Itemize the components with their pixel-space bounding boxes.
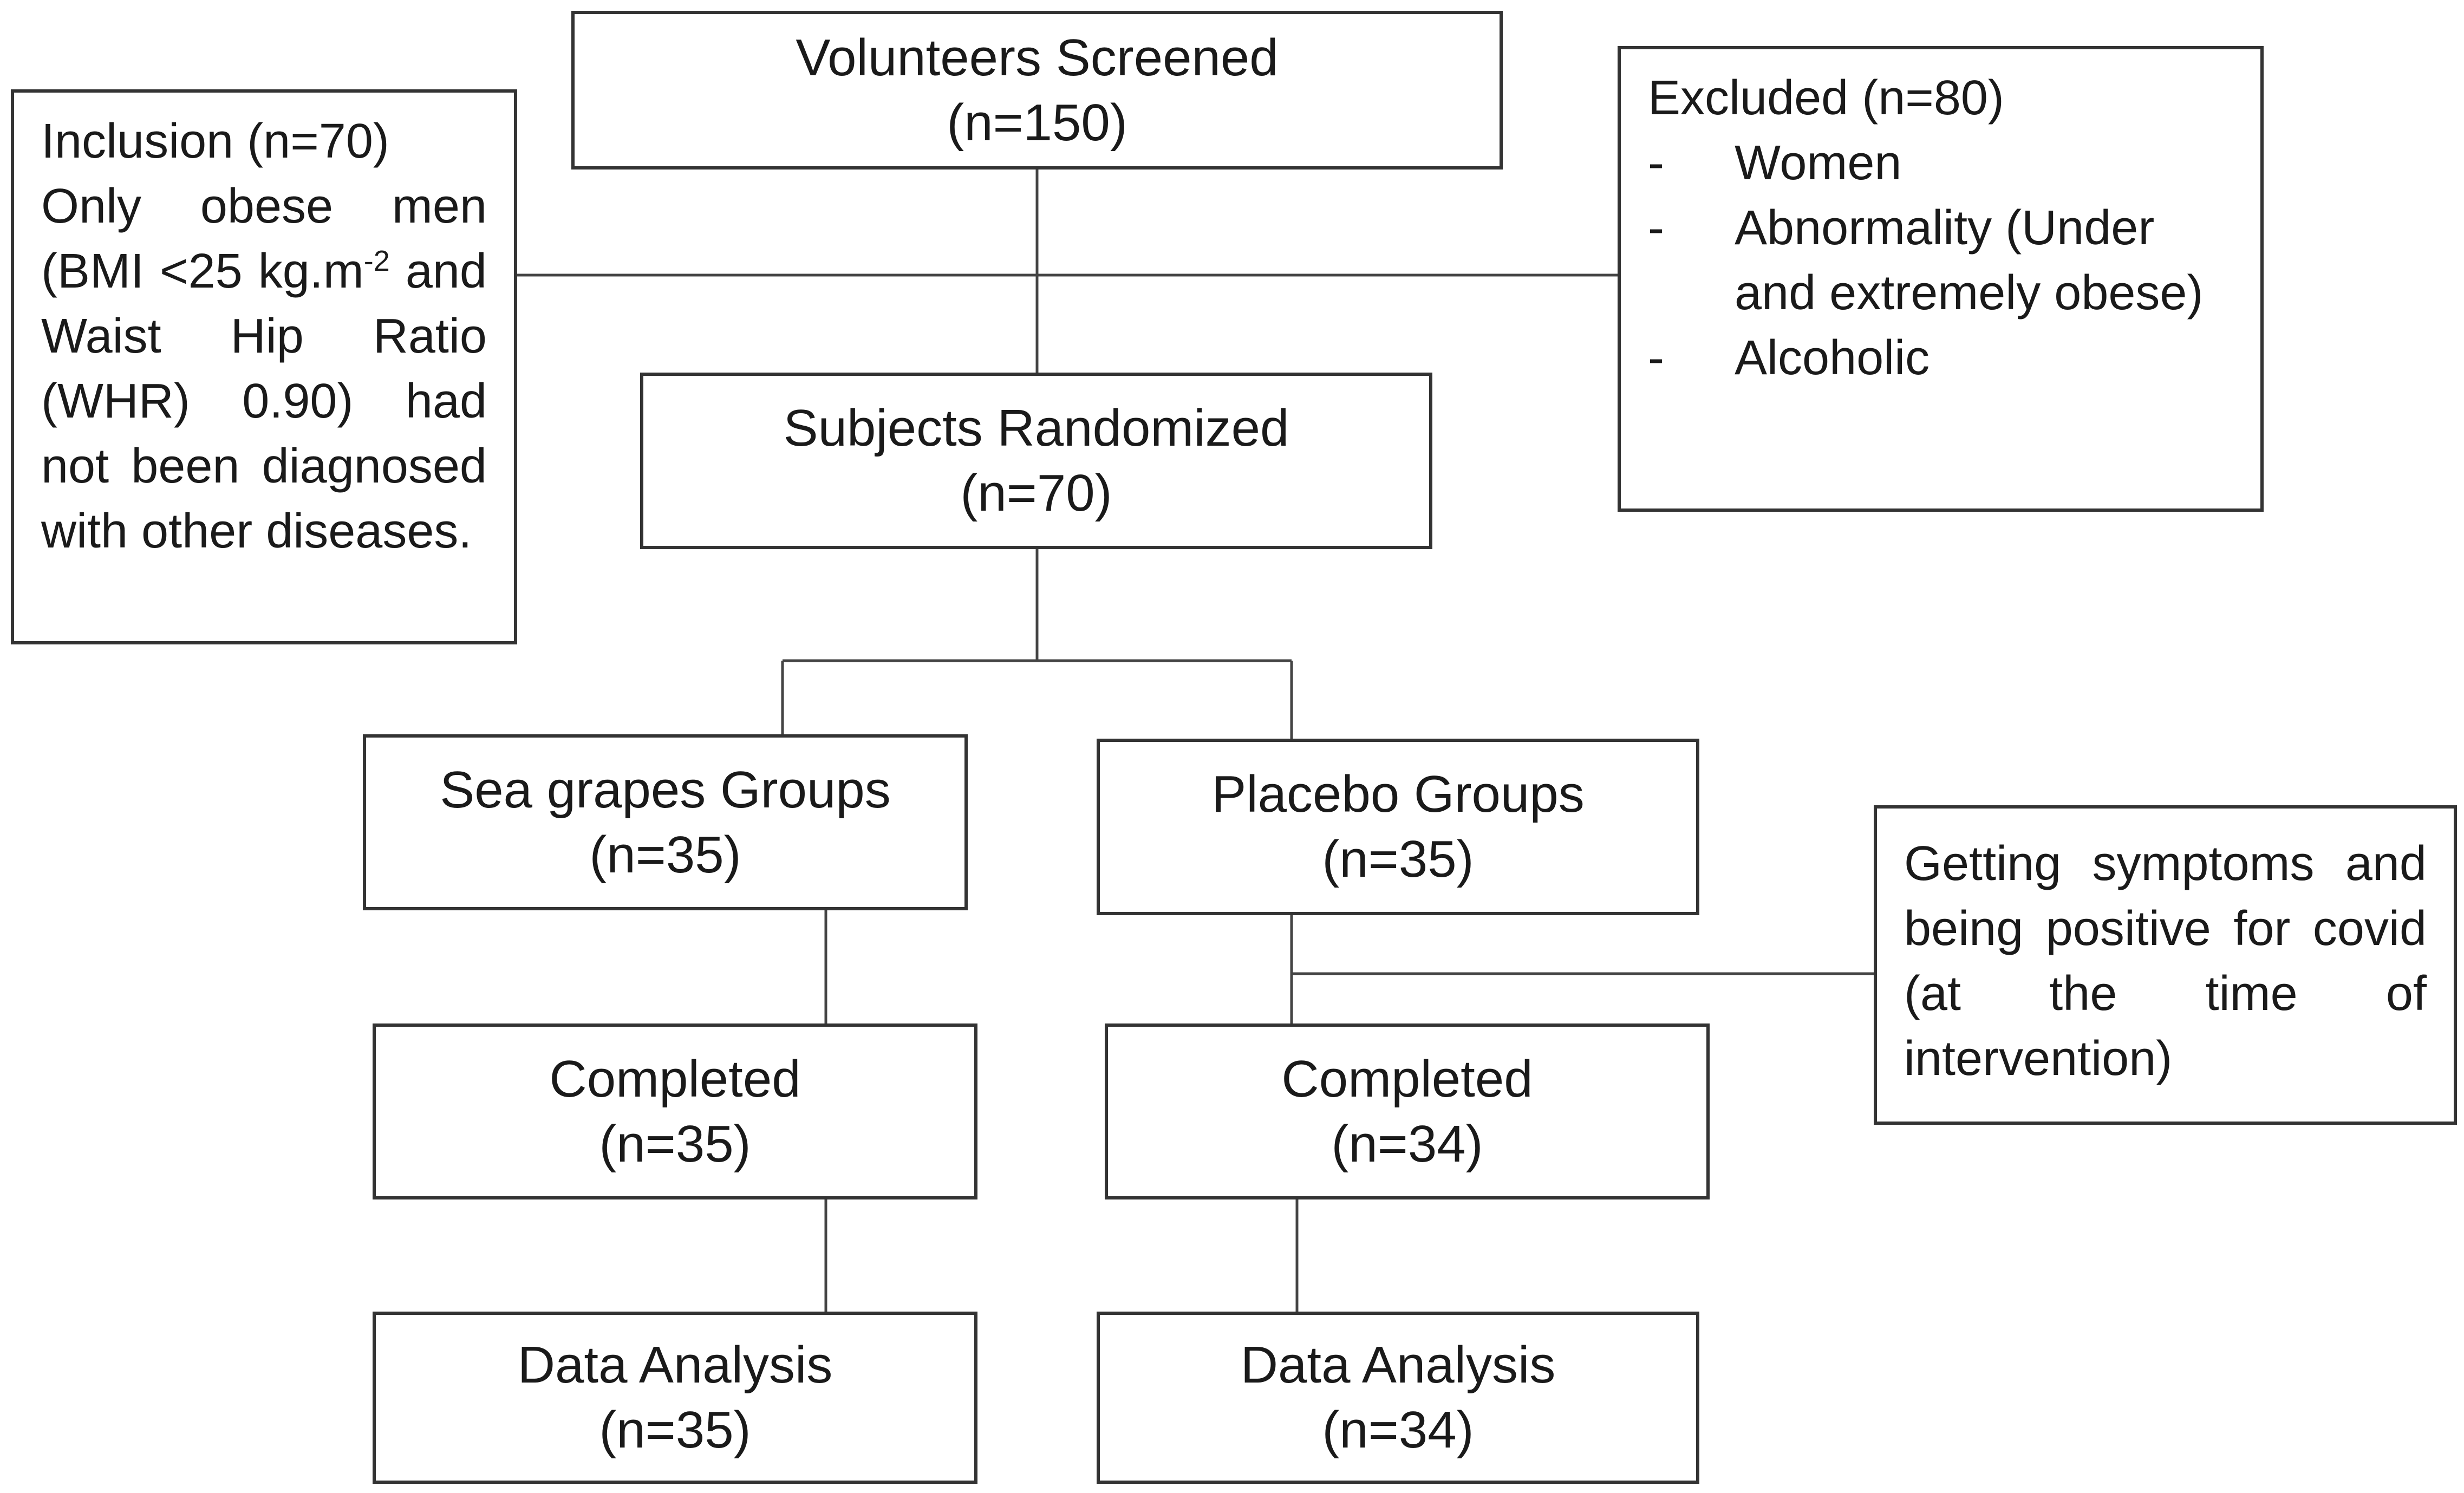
data-analysis-placebo-title: Data Analysis <box>1240 1336 1556 1394</box>
inclusion-heading: Inclusion (n=70) <box>41 114 389 168</box>
excluded-item-label: Alcoholic <box>1735 331 1930 385</box>
subjects-randomized-title: Subjects Randomized <box>783 399 1289 457</box>
data-analysis-sea-grapes-count: (n=35) <box>599 1401 751 1459</box>
covid-note-text: Getting symptoms and being positive for … <box>1904 837 2427 1086</box>
data-analysis-sea-grapes-title: Data Analysis <box>517 1336 833 1394</box>
data-analysis-placebo-box: Data Analysis (n=34) <box>1097 1312 1699 1484</box>
data-analysis-sea-grapes-box: Data Analysis (n=35) <box>373 1312 977 1484</box>
excluded-item-label: Women <box>1735 136 1902 190</box>
placebo-group-count: (n=35) <box>1322 830 1474 888</box>
excluded-item: - Women <box>1648 131 2239 195</box>
inclusion-text-continued: and Waist Hip Ratio (WHR) 0.90) had not … <box>41 244 487 558</box>
inclusion-box: Inclusion (n=70) Only obese men (BMI <25… <box>11 89 517 644</box>
subjects-randomized-count: (n=70) <box>960 464 1112 522</box>
subjects-randomized-box: Subjects Randomized (n=70) <box>640 373 1432 549</box>
placebo-group-box: Placebo Groups (n=35) <box>1097 739 1699 915</box>
excluded-bullet: - <box>1648 331 1664 385</box>
excluded-item: - Abnormality (Under and extremely obese… <box>1648 195 2239 325</box>
sea-grapes-group-title: Sea grapes Groups <box>440 760 891 819</box>
completed-sea-grapes-box: Completed (n=35) <box>373 1023 977 1199</box>
excluded-bullet: - <box>1648 201 1664 255</box>
excluded-box: Excluded (n=80) - Women - Abnormality (U… <box>1618 46 2264 512</box>
completed-sea-grapes-title: Completed <box>549 1049 801 1108</box>
excluded-heading: Excluded (n=80) <box>1648 71 2004 125</box>
volunteers-screened-count: (n=150) <box>947 93 1127 152</box>
inclusion-superscript: -2 <box>363 245 390 277</box>
sea-grapes-group-box: Sea grapes Groups (n=35) <box>363 734 968 910</box>
sea-grapes-group-count: (n=35) <box>589 825 741 884</box>
completed-placebo-title: Completed <box>1281 1049 1533 1108</box>
volunteers-screened-box: Volunteers Screened (n=150) <box>571 11 1503 169</box>
volunteers-screened-title: Volunteers Screened <box>796 28 1279 87</box>
excluded-item-label: Abnormality (Under and extremely obese) <box>1735 201 2204 320</box>
covid-note-box: Getting symptoms and being positive for … <box>1874 805 2457 1125</box>
data-analysis-placebo-count: (n=34) <box>1322 1401 1474 1459</box>
inclusion-text: Only obese men (BMI <25 kg.m <box>41 179 487 298</box>
completed-sea-grapes-count: (n=35) <box>599 1114 751 1173</box>
excluded-item: - Alcoholic <box>1648 325 2239 390</box>
excluded-bullet: - <box>1648 136 1664 190</box>
completed-placebo-count: (n=34) <box>1331 1114 1483 1173</box>
placebo-group-title: Placebo Groups <box>1211 765 1585 823</box>
completed-placebo-box: Completed (n=34) <box>1105 1023 1710 1199</box>
